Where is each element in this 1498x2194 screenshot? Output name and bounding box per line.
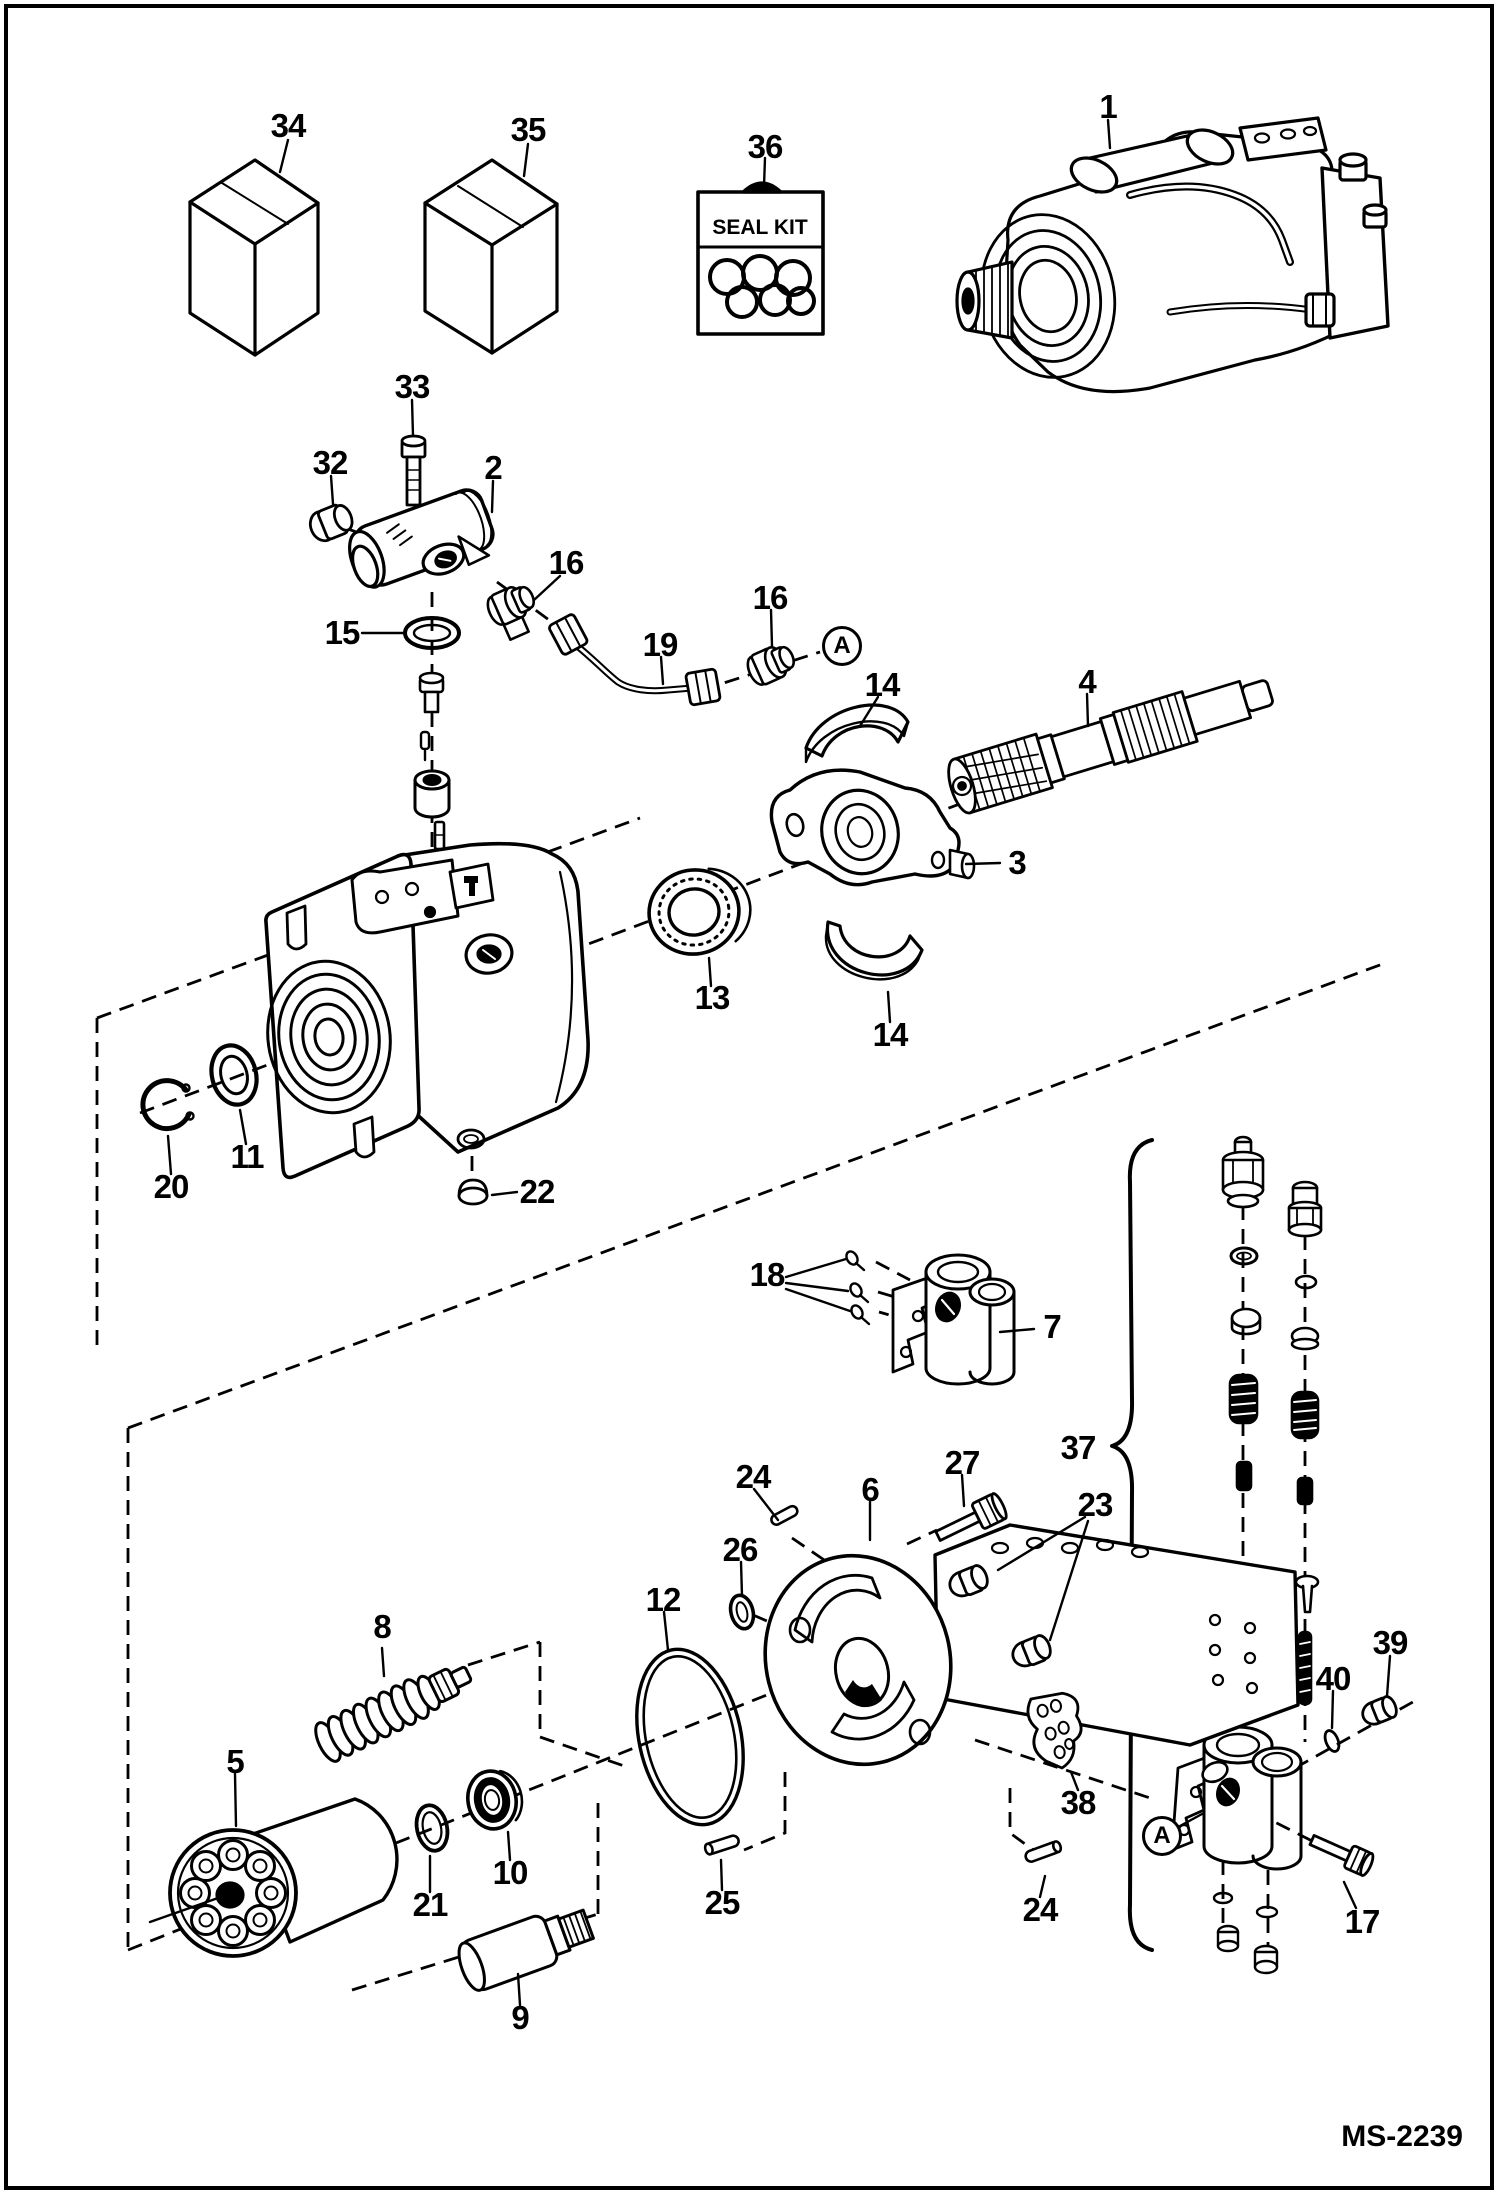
part-housing-body — [264, 841, 590, 1180]
callout-1: 1 — [1099, 88, 1117, 125]
part-spring-8 — [314, 1665, 473, 1763]
figure-code: MS-2239 — [1341, 2120, 1463, 2153]
part-fitting-16-right — [746, 645, 795, 686]
callout-7: 7 — [1043, 1308, 1061, 1345]
part-box-34 — [188, 158, 320, 357]
callout-21: 21 — [412, 1886, 449, 1923]
part-pump-assembly-1 — [955, 116, 1390, 394]
callout-3: 3 — [1008, 844, 1026, 881]
part-screws-18 — [845, 1250, 871, 1326]
callout-20: 20 — [153, 1168, 190, 1205]
part-valve-block-A — [1170, 1725, 1303, 1871]
callout-26: 26 — [722, 1531, 759, 1568]
callout-24: 24 — [1022, 1891, 1059, 1928]
part-pin-30 — [419, 730, 431, 762]
callout-35: 35 — [510, 111, 547, 148]
callout-34: 34 — [270, 107, 307, 144]
part-bushing-14-lower — [824, 920, 924, 981]
part-gasket-38 — [1026, 1691, 1083, 1770]
part-bolt-33 — [400, 434, 427, 507]
part-bolt-17 — [1308, 1834, 1375, 1877]
callout-9: 9 — [511, 1999, 529, 2036]
callout-12: 12 — [645, 1581, 682, 1618]
callout-4: 4 — [1078, 663, 1096, 700]
part-pin-25 — [703, 1834, 740, 1856]
callout-39: 39 — [1372, 1624, 1409, 1661]
part-pin-24-bottom — [1024, 1840, 1063, 1863]
callout-15: 15 — [324, 614, 361, 651]
callout-38: 38 — [1060, 1784, 1097, 1821]
callout-17: 17 — [1344, 1903, 1381, 1940]
part-bearing-13 — [647, 867, 752, 956]
callout-23: 23 — [1077, 1486, 1114, 1523]
callout-27: 27 — [944, 1444, 981, 1481]
callout-14: 14 — [864, 666, 901, 703]
callout-22: 22 — [519, 1173, 556, 1210]
part-fitting-2 — [348, 488, 495, 589]
detail-marker-A: A — [1142, 1816, 1182, 1856]
callout-40: 40 — [1315, 1660, 1352, 1697]
callout-25: 25 — [704, 1884, 741, 1921]
detail-marker-A: A — [822, 626, 862, 666]
callout-6: 6 — [861, 1471, 879, 1508]
callout-16: 16 — [752, 579, 789, 616]
part-plug-23-upper — [948, 1564, 989, 1598]
part-valve-7 — [891, 1253, 1016, 1386]
part-plug-23-lower — [1011, 1634, 1052, 1668]
part-flange-3 — [769, 768, 976, 887]
part-oring-12 — [635, 1647, 745, 1827]
part-bolt-27 — [934, 1492, 1008, 1542]
part-oring-40 — [1323, 1729, 1341, 1753]
part-seal-11 — [209, 1043, 259, 1107]
group-37-brace — [1110, 1138, 1154, 1952]
part-small-seals-below-block — [1212, 1891, 1279, 1975]
part-plug-22 — [457, 1178, 489, 1206]
part-retaining-ring-20 — [140, 1078, 195, 1132]
callout-18: 18 — [749, 1256, 786, 1293]
callout-16: 16 — [548, 544, 585, 581]
callout-24: 24 — [735, 1458, 772, 1495]
callout-11: 11 — [230, 1138, 265, 1175]
callout-5: 5 — [226, 1743, 244, 1780]
part-stack-right — [1287, 1180, 1323, 1706]
seal-kit-label: SEAL KIT — [712, 216, 808, 239]
callout-8: 8 — [373, 1608, 391, 1645]
part-oring-26 — [728, 1593, 756, 1631]
callout-32: 32 — [312, 444, 349, 481]
part-plug-32 — [308, 503, 354, 543]
part-valve-31 — [418, 671, 445, 714]
part-box-35 — [423, 158, 559, 355]
part-oring-21 — [414, 1803, 450, 1853]
part-plug-9 — [457, 1908, 595, 1992]
part-shaft-4 — [947, 679, 1274, 815]
callout-37: 37 — [1060, 1429, 1097, 1466]
callout-33: 33 — [394, 368, 431, 405]
part-bushing-14-upper — [804, 703, 910, 764]
callout-36: 36 — [747, 128, 784, 165]
callout-13: 13 — [694, 979, 731, 1016]
part-plug-39 — [1361, 1695, 1398, 1726]
part-fitting-16-left — [486, 585, 535, 642]
part-rotor-5 — [148, 1797, 399, 1958]
callout-14: 14 — [872, 1016, 909, 1053]
part-end-cap-6 — [763, 1523, 1300, 1767]
part-tube-19 — [548, 613, 722, 707]
page-border — [4, 4, 1494, 2190]
leader-lines — [166, 118, 1392, 2007]
callout-19: 19 — [642, 626, 679, 663]
callout-2: 2 — [484, 449, 502, 486]
part-seal-kit-36 — [696, 181, 825, 336]
part-bushing-29 — [413, 769, 451, 819]
callout-10: 10 — [492, 1854, 529, 1891]
part-bushing-10 — [466, 1769, 524, 1831]
